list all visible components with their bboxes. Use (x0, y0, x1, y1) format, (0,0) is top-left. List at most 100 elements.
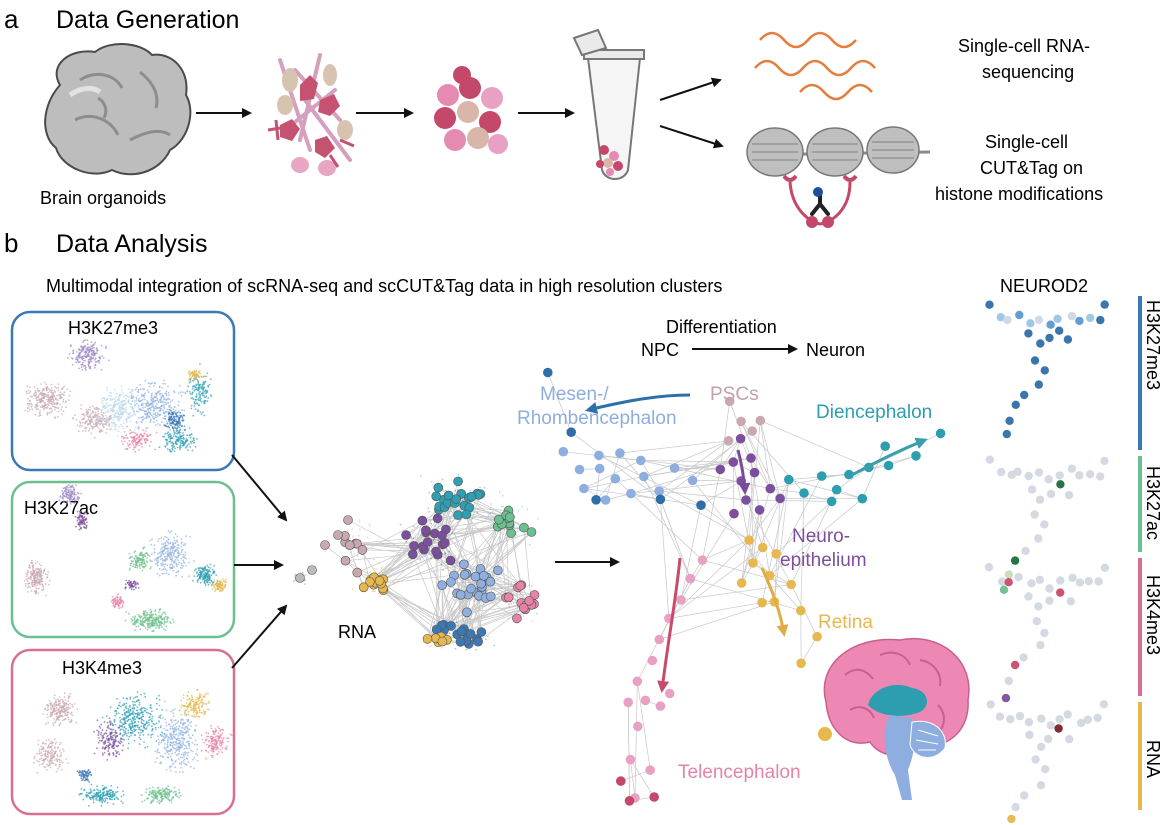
umap-cell-point (173, 708, 176, 711)
umap-cell-point (56, 415, 59, 418)
umap-cell-point (53, 402, 56, 405)
umap-cell-point (151, 786, 154, 789)
umap-cell-point (143, 440, 146, 442)
umap-cell-point (152, 800, 154, 803)
umap-cell-point (45, 398, 48, 401)
umap-cell-point (54, 416, 56, 419)
umap-cell-point (137, 625, 140, 628)
umap-cell-point (70, 486, 73, 489)
panel-b-letter: b (4, 228, 18, 258)
umap-cell-point (164, 729, 167, 731)
umap-cell-point (126, 442, 129, 445)
umap-cell-point (154, 620, 157, 623)
umap-cell-point (193, 569, 196, 572)
umap-cell-point (140, 709, 143, 712)
umap-cell-point (184, 704, 186, 707)
umap-cell-point (60, 714, 63, 717)
umap-cell-point (113, 600, 116, 602)
umap-cell-point (76, 510, 79, 513)
umap-cell-point (44, 708, 46, 711)
umap-cell-point (46, 746, 49, 749)
umap-cell-point (197, 387, 200, 389)
umap-cell-point (82, 341, 84, 344)
umap-cell-point (205, 757, 208, 760)
umap-cell-point (92, 349, 94, 352)
umap-cell-point (104, 799, 107, 802)
umap-cell-point (31, 559, 33, 562)
umap-cell-point (120, 417, 123, 419)
umap-cell-point (96, 414, 98, 417)
umap-cell-point (172, 435, 175, 437)
umap-cell-point (78, 497, 81, 499)
umap-cell-point (144, 392, 146, 394)
umap-cell-point (216, 582, 218, 584)
umap-cell-point (184, 751, 186, 754)
umap-cell-point (132, 586, 135, 588)
umap-cell-point (169, 423, 171, 425)
umap-cell-point (151, 553, 153, 555)
umap-cell-point (173, 433, 176, 436)
umap-cell-point (101, 784, 104, 787)
umap-cell-point (89, 788, 92, 790)
umap-cell-point (127, 714, 130, 717)
umap-cell-point (167, 739, 169, 742)
umap-cell-point (171, 566, 174, 569)
umap-cell-point (162, 716, 165, 719)
umap-cell-point (110, 600, 113, 603)
umap-cell-point (119, 417, 121, 420)
umap-cell-point (83, 516, 86, 519)
umap-cell-point (181, 726, 184, 729)
umap-cell-point (176, 746, 178, 749)
arrow-to-rna-seq (659, 77, 722, 101)
umap-label: H3K27ac (24, 498, 98, 518)
umap-cell-point (72, 498, 75, 500)
umap-cell-point (176, 424, 179, 426)
umap-cell-point (40, 383, 42, 385)
umap-cell-point (185, 741, 188, 743)
umap-cell-point (136, 715, 139, 717)
umap-cell-point (50, 707, 52, 710)
umap-cell-point (121, 389, 124, 392)
umap-cell-point (161, 393, 163, 395)
umap-cell-point (58, 499, 61, 502)
umap-cell-point (114, 403, 117, 405)
umap-cell-point (106, 401, 108, 404)
arrow-to-cuttag (659, 125, 724, 149)
umap-cell-point (50, 402, 53, 405)
umap-cell-point (98, 737, 100, 739)
umap-cell-point (97, 360, 100, 363)
umap-cell-point (207, 397, 210, 399)
umap-cell-point (156, 406, 159, 409)
umap-cell-point (75, 361, 77, 364)
umap-scatter (24, 339, 213, 453)
umap-cell-point (194, 716, 197, 718)
umap-cell-point (111, 424, 113, 427)
umap-cell-point (93, 436, 96, 439)
umap-cell-point (154, 416, 157, 418)
umap-cell-point (144, 402, 147, 405)
umap-cell-point (159, 609, 161, 611)
umap-cell-point (162, 611, 165, 614)
umap-cell-point (96, 785, 98, 788)
umap-cell-point (38, 411, 41, 414)
umap-cell-point (168, 753, 170, 755)
umap-cell-point (166, 536, 168, 539)
umap-cell-point (135, 398, 138, 400)
umap-cell-point (87, 349, 89, 352)
umap-cell-point (149, 567, 152, 570)
umap-cell-point (104, 417, 106, 420)
umap-cell-point (111, 793, 114, 795)
umap-cell-point (161, 387, 164, 389)
umap-cell-point (181, 416, 184, 419)
umap-cell-point (174, 751, 177, 754)
umap-cell-point (157, 413, 159, 416)
umap-cell-point (187, 379, 190, 381)
umap-cell-point (109, 418, 111, 420)
umap-cell-point (128, 439, 131, 442)
umap-cell-point (127, 724, 130, 726)
umap-cell-point (28, 392, 31, 395)
umap-cell-point (174, 737, 177, 740)
umap-cell-point (130, 720, 133, 723)
umap-cell-point (144, 695, 147, 698)
umap-cell-point (219, 740, 222, 743)
